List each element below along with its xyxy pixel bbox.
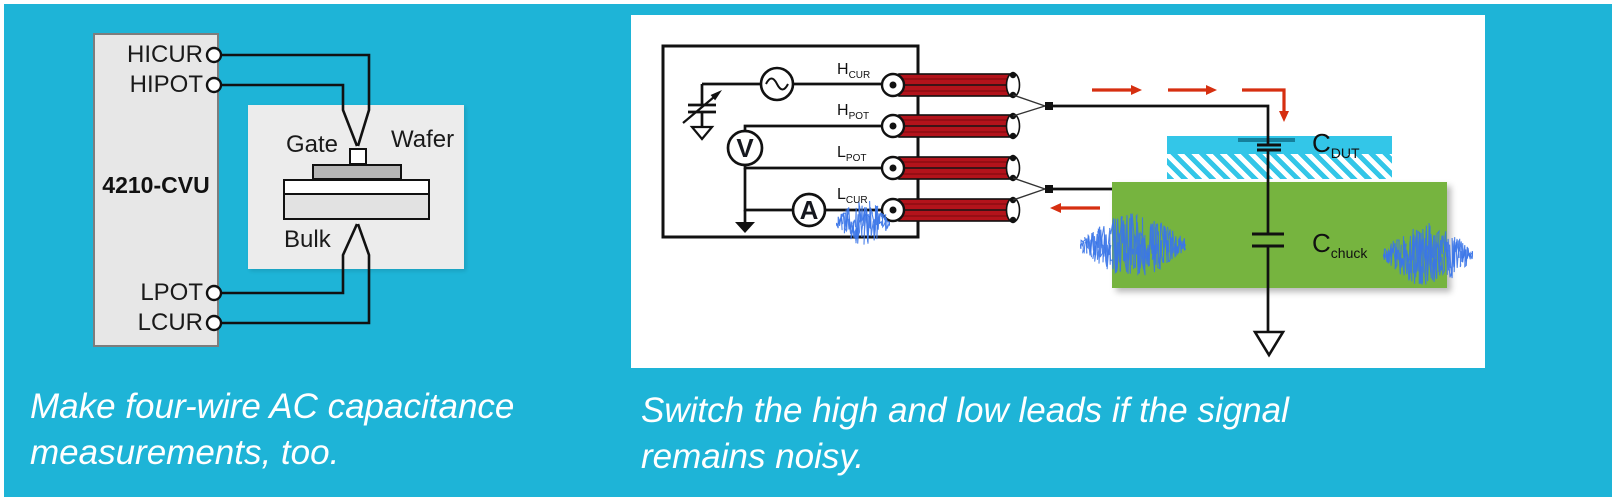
arrowhead-left	[1050, 203, 1061, 213]
ammeter-label: A	[794, 195, 824, 226]
varcap-arrowhead	[711, 90, 722, 100]
wafer-label: Wafer	[391, 126, 454, 154]
shield-line	[1013, 106, 1045, 116]
arrowhead-right-2	[1206, 85, 1217, 95]
hcur-label: HCUR	[837, 61, 870, 81]
cdut-label: CDUT	[1312, 128, 1360, 161]
lpot-label: LPOT	[837, 144, 866, 164]
wafer-substrate	[283, 193, 430, 220]
ground-symbol-source	[692, 127, 712, 139]
current-arrow-elbow	[1242, 90, 1284, 113]
varcap-arrow-line	[683, 97, 714, 123]
hpot-label: HPOT	[837, 102, 869, 122]
left-caption-line2: measurements, too.	[30, 430, 514, 476]
gate-contact	[349, 148, 367, 165]
chuck-block	[1112, 182, 1447, 288]
hpot-wire	[745, 126, 882, 131]
terminal-label-hipot: HIPOT	[98, 73, 203, 97]
ground-symbol-meter	[735, 222, 755, 233]
right-caption: Switch the high and low leads if the sig…	[641, 388, 1289, 480]
arrowhead-down	[1279, 111, 1289, 122]
terminal-label-lcur: LCUR	[98, 311, 203, 335]
wafer-oxide-layer	[283, 179, 430, 195]
left-caption: Make four-wire AC capacitance measuremen…	[30, 384, 514, 476]
instrument-enclosure	[663, 46, 918, 237]
lcur-label: LCUR	[837, 186, 868, 206]
right-caption-line2: remains noisy.	[641, 434, 1289, 480]
noise-burst-lcur	[836, 199, 890, 247]
terminal-label-hicur: HICUR	[98, 43, 203, 67]
voltmeter-label: V	[730, 133, 760, 164]
cchuck-label: Cchuck	[1312, 228, 1367, 261]
arrowhead-right-1	[1131, 85, 1142, 95]
shield-line	[1013, 178, 1045, 189]
hcur-jack	[882, 74, 904, 96]
ac-source-icon	[761, 68, 793, 100]
lcur-wire-left	[745, 168, 793, 210]
shield-line	[1013, 189, 1045, 200]
ground-symbol-chuck	[1255, 332, 1283, 355]
sine-wave-icon	[766, 79, 788, 90]
circuit-panel: HCUR HPOT LPOT LCUR V A CDUT Cchuck	[631, 15, 1485, 368]
terminal-label-lpot: LPOT	[98, 281, 203, 305]
gate-label: Gate	[286, 131, 338, 159]
lpot-jack	[882, 157, 904, 179]
coax-cables	[896, 72, 1020, 223]
left-caption-line1: Make four-wire AC capacitance	[30, 384, 514, 430]
junction-node-low	[1045, 185, 1053, 193]
right-caption-line1: Switch the high and low leads if the sig…	[641, 388, 1289, 434]
instrument-model-label: 4210-CVU	[93, 172, 219, 199]
lpot-wire	[745, 165, 882, 168]
lcur-jack	[882, 199, 904, 221]
bulk-label: Bulk	[284, 226, 331, 254]
hpot-jack	[882, 115, 904, 137]
gate-metal	[312, 164, 402, 180]
shield-line	[1013, 95, 1045, 106]
junction-node-high	[1045, 102, 1053, 110]
